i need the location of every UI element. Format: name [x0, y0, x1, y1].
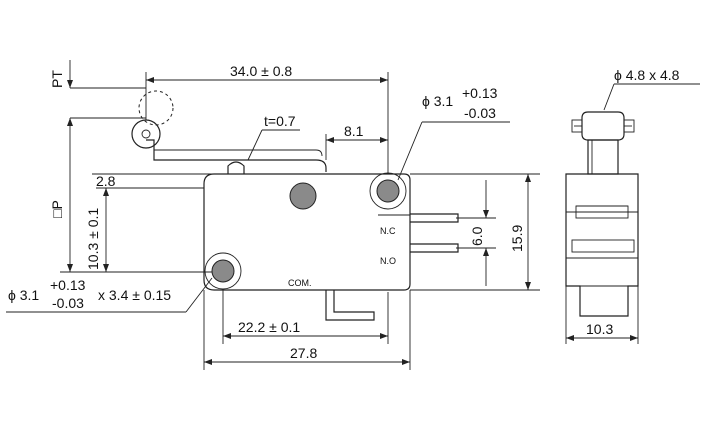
label-hole-right-tol-minus: -0.03 [464, 105, 496, 121]
pt-arrow [67, 80, 73, 88]
dim-34-arrow-left [146, 77, 154, 83]
t-leader [247, 129, 263, 161]
label-no: N.O [380, 256, 396, 266]
label-p: □P [49, 200, 65, 218]
pt-arrow-bottom [67, 118, 73, 126]
dim-10-3-arrow-top [103, 188, 109, 196]
roller [131, 119, 161, 149]
dim-27-arrow-left [204, 359, 212, 365]
hole-bottom-left-outer [204, 252, 242, 290]
label-6-0: 6.0 [469, 226, 485, 246]
dim-15-9-arrow-bottom [525, 282, 531, 290]
label-22-2: 22.2 ± 0.1 [238, 319, 300, 335]
side-lever-shank [587, 139, 619, 175]
lever-arm-lower [154, 149, 323, 157]
hole-top-center [289, 182, 317, 210]
lever-arm [146, 139, 327, 172]
label-hole-right-diameter: ϕ 3.1 [422, 93, 453, 109]
side-roller-pin-left [571, 119, 583, 133]
label-hole-left-diameter: ϕ 3.1 [8, 287, 39, 303]
side-dim-arrow-left [566, 335, 574, 341]
label-t: t=0.7 [264, 113, 296, 129]
label-nc: N.C [380, 226, 396, 236]
hole-bottom-left [211, 259, 235, 283]
label-pt: PT [49, 70, 65, 88]
hole-top-right [376, 179, 400, 203]
label-hole-left-tol-plus: +0.13 [50, 277, 86, 293]
label-10-3-pm: 10.3 ± 0.1 [85, 208, 101, 270]
dim-22-arrow-left [223, 333, 231, 339]
roller-pin [141, 129, 151, 139]
label-roller-size: ϕ 4.8 x 4.8 [614, 67, 680, 83]
dim-34-arrow-right [380, 77, 388, 83]
roller-free-position [138, 90, 174, 126]
label-8-1: 8.1 [344, 123, 364, 139]
label-hole-left-tol-minus: -0.03 [52, 295, 84, 311]
side-slot-1 [575, 205, 629, 219]
terminal-nc [410, 213, 459, 223]
hole-right-leader [397, 121, 423, 181]
dim-15-9-arrow-top [525, 174, 531, 182]
dim-8-1-arrow-left [326, 137, 334, 143]
dim-10-3-arrow-bottom [103, 264, 109, 272]
label-hole-left-depth: x 3.4 ± 0.15 [98, 287, 171, 303]
dim-6-arrow-top [483, 210, 489, 218]
hole-left-leader [185, 277, 213, 313]
terminal-com [325, 290, 375, 321]
side-slot-2 [571, 239, 635, 253]
side-roller-pin-right [623, 119, 635, 133]
dim-27-arrow-right [402, 359, 410, 365]
label-15-9: 15.9 [509, 225, 525, 252]
label-10-3-side: 10.3 [586, 321, 613, 337]
label-2-8: 2.8 [96, 173, 116, 189]
actuator-plunger [227, 161, 245, 174]
side-dim-arrow-right [630, 335, 638, 341]
side-roller [581, 111, 625, 141]
label-27-8: 27.8 [290, 345, 317, 361]
switch-body [203, 173, 411, 291]
side-roller-leader [603, 83, 615, 111]
dim-6-arrow-bottom [483, 248, 489, 256]
terminal-no [410, 243, 459, 253]
label-34: 34.0 ± 0.8 [230, 63, 292, 79]
p-arrow [67, 264, 73, 272]
dim-8-1-arrow-right [380, 137, 388, 143]
label-hole-right-tol-plus: +0.13 [462, 85, 498, 101]
label-com: COM. [288, 278, 312, 288]
side-body [565, 173, 639, 317]
dim-22-arrow-right [380, 333, 388, 339]
